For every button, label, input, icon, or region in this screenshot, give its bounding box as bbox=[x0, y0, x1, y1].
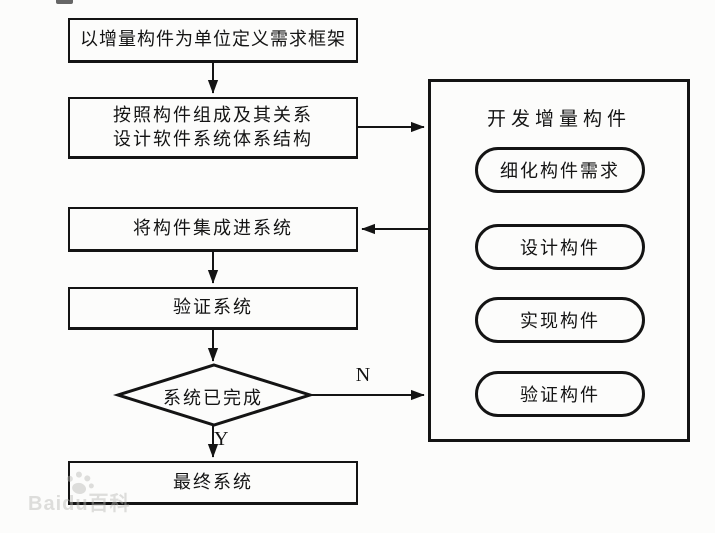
panel-title: 开发增量构件 bbox=[486, 109, 631, 130]
substep-implement-component: 实现构件 bbox=[475, 297, 645, 343]
step-define-requirements-label: 以增量构件为单位定义需求框架 bbox=[80, 29, 346, 50]
substep-refine-requirements: 细化构件需求 bbox=[475, 147, 645, 193]
step-verify-system: 验证系统 bbox=[68, 287, 358, 329]
step-integrate-components-label: 将构件集成进系统 bbox=[133, 218, 293, 239]
substep-refine-requirements-label: 细化构件需求 bbox=[500, 161, 620, 181]
step-design-architecture: 按照构件组成及其关系 设计软件系统体系结构 bbox=[68, 97, 358, 158]
edge-label-no: N bbox=[355, 364, 371, 386]
step-verify-system-label: 验证系统 bbox=[173, 297, 253, 318]
step-design-architecture-line1: 按照构件组成及其关系 bbox=[113, 105, 313, 126]
substep-verify-component-label: 验证构件 bbox=[520, 385, 600, 405]
step-integrate-components: 将构件集成进系统 bbox=[68, 207, 358, 251]
step-final-system: 最终系统 bbox=[68, 461, 358, 504]
substep-design-component: 设计构件 bbox=[475, 224, 645, 270]
step-design-architecture-line2: 设计软件系统体系结构 bbox=[113, 128, 313, 149]
edge-label-yes: Y bbox=[214, 428, 229, 450]
decision-label: 系统已完成 bbox=[163, 388, 263, 408]
substep-design-component-label: 设计构件 bbox=[520, 238, 600, 258]
substep-implement-component-label: 实现构件 bbox=[520, 311, 600, 331]
scan-artifact bbox=[56, 0, 73, 4]
step-final-system-label: 最终系统 bbox=[173, 471, 253, 492]
panel-develop-components: 开发增量构件 细化构件需求 设计构件 实现构件 验证构件 bbox=[428, 79, 690, 442]
step-define-requirements: 以增量构件为单位定义需求框架 bbox=[68, 18, 358, 62]
substep-verify-component: 验证构件 bbox=[475, 371, 645, 417]
